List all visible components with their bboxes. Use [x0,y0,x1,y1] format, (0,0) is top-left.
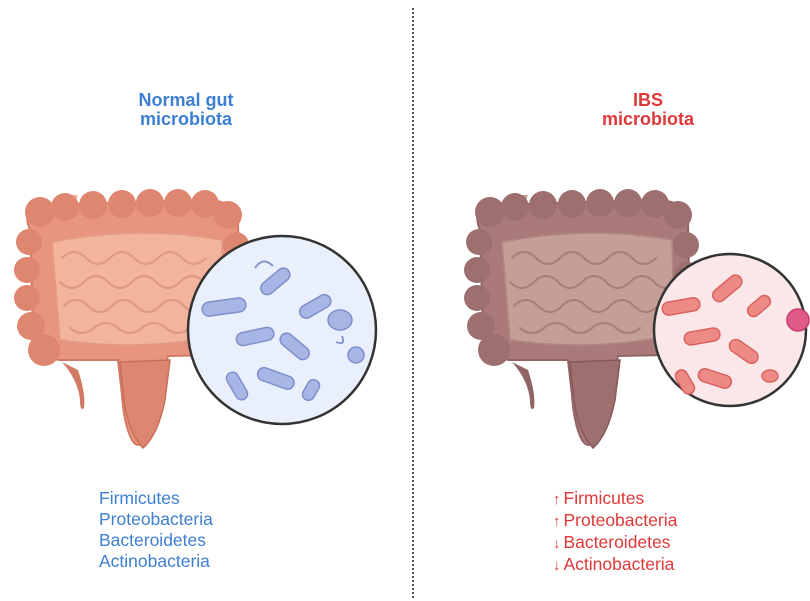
normal-taxon-firmicutes: Firmicutes [99,488,213,509]
normal-magnifier-circle [188,236,376,424]
normal-panel: Normal gut microbiota [0,0,405,601]
up-arrow-icon: ↑ [553,513,561,530]
ibs-taxon-label: Actinobacteria [564,554,675,574]
normal-taxon-actinobacteria: Actinobacteria [99,551,213,572]
ibs-taxon-bacteroidetes: ↓Bacteroidetes [553,532,677,554]
normal-microscope-magnifier-icon [188,236,376,424]
down-arrow-icon: ↓ [553,535,561,552]
normal-taxon-proteobacteria: Proteobacteria [99,509,213,530]
normal-intestine-illustration [0,0,405,470]
ibs-taxon-firmicutes: ↑Firmicutes [553,488,677,510]
ibs-taxon-actinobacteria: ↓Actinobacteria [553,554,677,576]
ibs-taxon-label: Proteobacteria [564,510,678,530]
ibs-taxon-label: Firmicutes [564,488,645,508]
ibs-taxa-list: ↑Firmicutes ↑Proteobacteria ↓Bacteroidet… [553,488,677,576]
down-arrow-icon: ↓ [553,557,561,574]
normal-taxon-bacteroidetes: Bacteroidetes [99,530,213,551]
ibs-taxon-label: Bacteroidetes [564,532,671,552]
normal-taxa-list: Firmicutes Proteobacteria Bacteroidetes … [99,488,213,572]
ibs-taxon-proteobacteria: ↑Proteobacteria [553,510,677,532]
ibs-panel: IBS microbiota [410,0,810,601]
ibs-intestine-illustration [410,0,810,470]
up-arrow-icon: ↑ [553,491,561,508]
ibs-microscope-magnifier-icon [654,254,809,406]
ibs-small-intestine [502,233,674,345]
